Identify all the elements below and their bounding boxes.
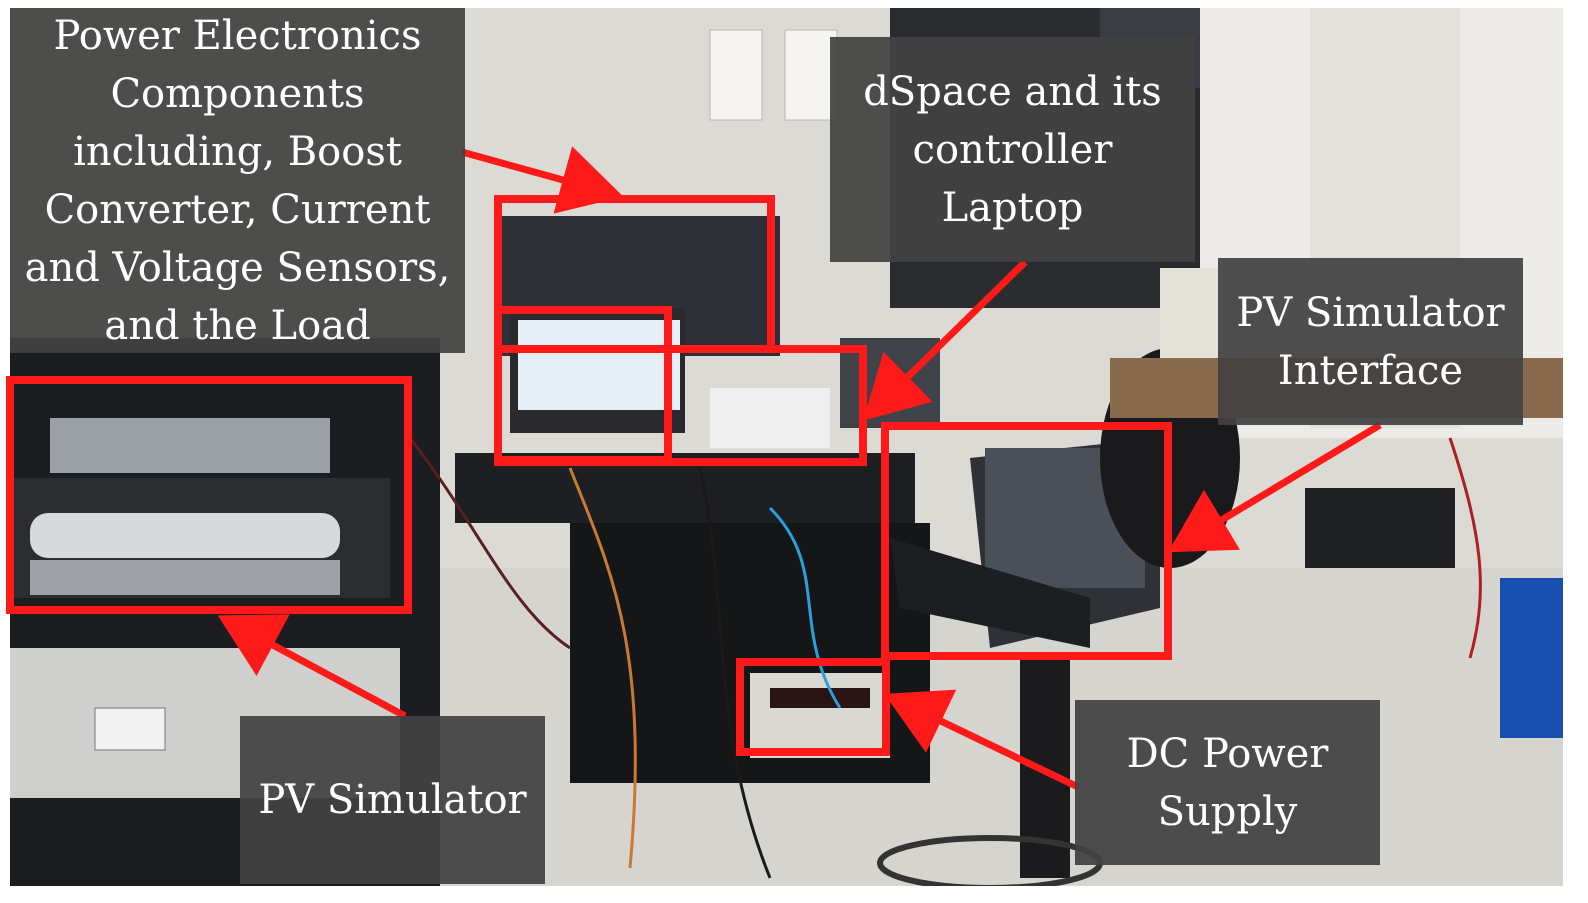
label-pv-simulator-interface: PV Simulator Interface xyxy=(1218,258,1523,425)
label-pv-simulator: PV Simulator xyxy=(240,716,545,884)
label-dspace: dSpace and its controller Laptop xyxy=(830,37,1195,262)
label-line: and the Load xyxy=(104,302,371,349)
label-line: and Voltage Sensors, xyxy=(24,244,451,291)
label-dc-power-supply: DC Power Supply xyxy=(1075,700,1380,865)
label-power-electronics: Power Electronics Components including, … xyxy=(10,8,465,353)
label-line: controller xyxy=(912,126,1113,173)
label-line: Supply xyxy=(1157,788,1298,835)
label-line: Laptop xyxy=(941,184,1084,231)
label-line: Components xyxy=(110,70,365,117)
label-line: PV Simulator xyxy=(258,777,527,823)
label-line: dSpace and its xyxy=(863,68,1162,115)
label-line: Converter, Current xyxy=(44,186,431,233)
label-line: Power Electronics xyxy=(53,12,422,59)
label-line: PV Simulator xyxy=(1236,289,1505,336)
label-line: DC Power xyxy=(1126,730,1329,777)
label-line: Interface xyxy=(1277,347,1464,394)
label-line: including, Boost xyxy=(73,128,402,175)
